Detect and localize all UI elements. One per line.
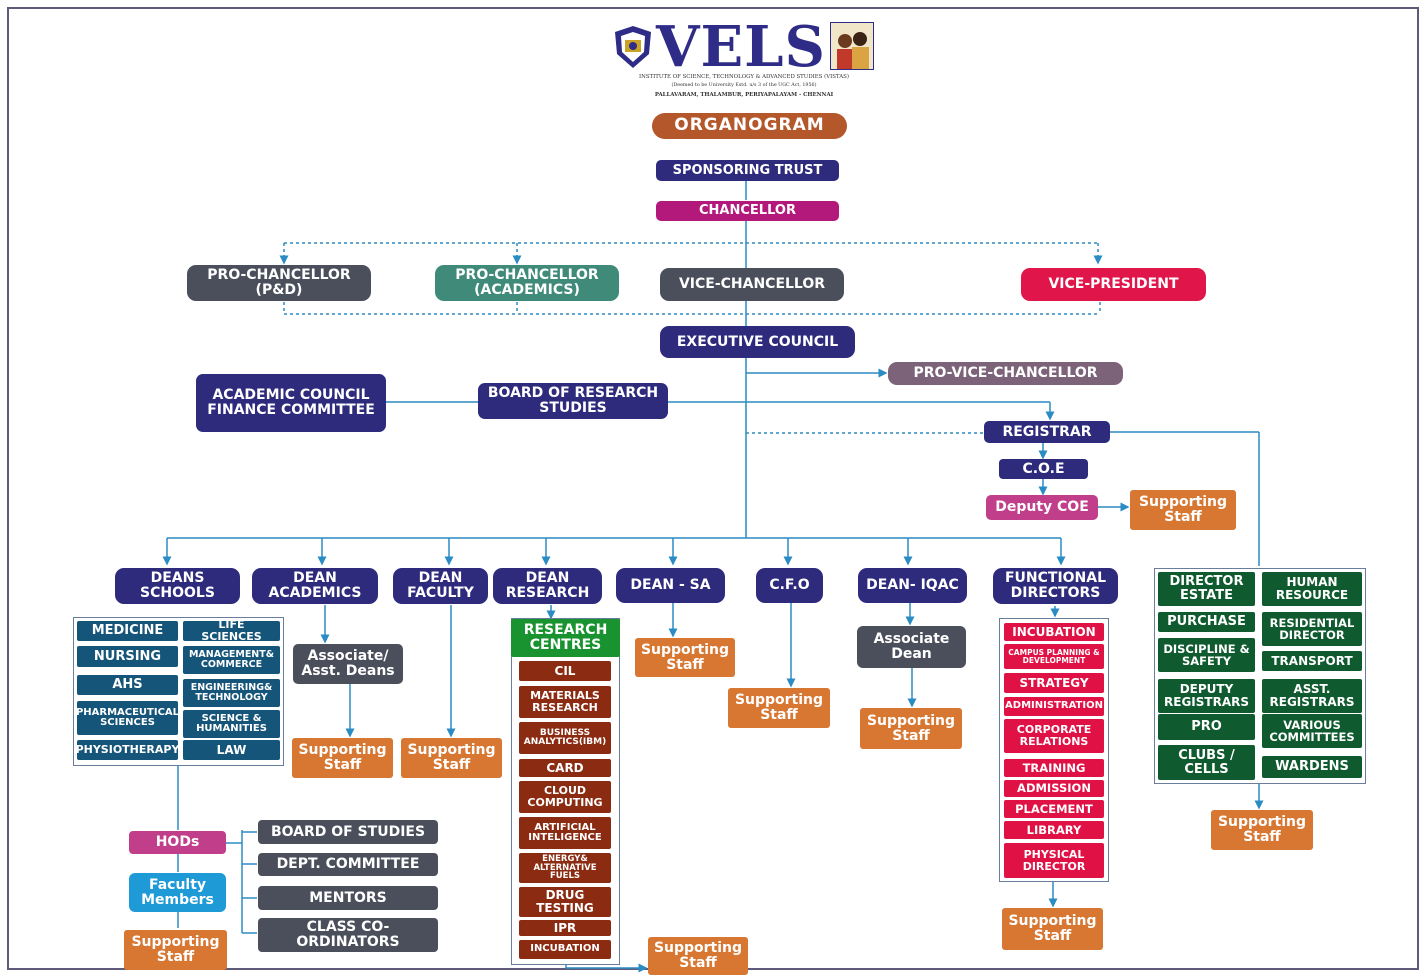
school-left-4: PHYSIOTHERAPY bbox=[76, 740, 179, 760]
address-line: PALLAVARAM, THALAMBUR, PERIYAPALAYAM - C… bbox=[654, 92, 834, 98]
sponsoring-trust-node: SPONSORING TRUST bbox=[656, 160, 839, 181]
research-centre-2: BUSINESS ANALYTICS(IBM) bbox=[519, 722, 611, 754]
mentors-node: MENTORS bbox=[258, 886, 438, 910]
school-right-1: MANAGEMENT& COMMERCE bbox=[183, 646, 280, 674]
research-centres-header: RESEARCH CENTRES bbox=[511, 619, 620, 657]
board-of-research-studies-node: BOARD OF RESEARCH STUDIES bbox=[478, 383, 668, 419]
functional-item-8: LIBRARY bbox=[1004, 821, 1104, 839]
registrar-right-item-3: ASST. REGISTRARS bbox=[1262, 679, 1362, 713]
executive-council-node: EXECUTIVE COUNCIL bbox=[660, 326, 855, 358]
school-left-3: PHARMACEUTICAL SCIENCES bbox=[76, 701, 179, 735]
functional-item-2: STRATEGY bbox=[1004, 673, 1104, 693]
registrar-right-item-0: HUMAN RESOURCE bbox=[1262, 572, 1362, 606]
research-centre-3: CARD bbox=[519, 759, 611, 777]
functional-item-5: TRAINING bbox=[1004, 759, 1104, 777]
research-centre-4: CLOUD COMPUTING bbox=[519, 781, 611, 813]
vice-chancellor-node: VICE-CHANCELLOR bbox=[660, 268, 844, 301]
research-centre-9: INCUBATION bbox=[519, 940, 611, 959]
school-right-2: ENGINEERING& TECHNOLOGY bbox=[183, 679, 280, 707]
board-of-studies-node: BOARD OF STUDIES bbox=[258, 820, 438, 844]
functional-item-7: PLACEMENT bbox=[1004, 800, 1104, 818]
functional-item-4: CORPORATE RELATIONS bbox=[1004, 719, 1104, 753]
school-right-0: LIFE SCIENCES bbox=[183, 619, 280, 642]
faculty-members-node: Faculty Members bbox=[129, 873, 226, 912]
logo-title: VELS bbox=[656, 14, 826, 80]
dean-faculty-node: DEAN FACULTY bbox=[393, 568, 488, 604]
functional-item-9: PHYSICAL DIRECTOR bbox=[1004, 843, 1104, 878]
functional-item-3: ADMINISTRATION bbox=[1004, 697, 1104, 716]
faculty-supporting-staff: Supporting Staff bbox=[401, 738, 502, 778]
class-coordinators-node: CLASS CO-ORDINATORS bbox=[258, 918, 438, 952]
functional-item-6: ADMISSION bbox=[1004, 780, 1104, 797]
founder-photo bbox=[830, 22, 874, 70]
registrar-left-item-4: PRO bbox=[1158, 714, 1255, 740]
logo-emblem-icon bbox=[611, 24, 655, 68]
cfo-node: C.F.O bbox=[756, 568, 823, 603]
registrar-node: REGISTRAR bbox=[984, 421, 1110, 443]
functional-supporting-staff: Supporting Staff bbox=[1002, 908, 1103, 950]
school-left-1: NURSING bbox=[77, 646, 178, 667]
academics-supporting-staff: Supporting Staff bbox=[292, 738, 393, 778]
research-centre-0: CIL bbox=[519, 661, 611, 681]
pro-chancellor-academics-node: PRO-CHANCELLOR (ACADEMICS) bbox=[435, 265, 619, 301]
pro-chancellor-pd-node: PRO-CHANCELLOR (P&D) bbox=[187, 265, 371, 301]
deemed-line: (Deemed to be University Estd. u/s 3 of … bbox=[671, 83, 817, 88]
finance-committee-label: FINANCE COMMITTEE bbox=[207, 402, 375, 418]
iqac-associate-dean-node: Associate Dean bbox=[857, 626, 966, 668]
registrar-right-item-5: WARDENS bbox=[1262, 756, 1362, 778]
institute-line: INSTITUTE OF SCIENCE, TECHNOLOGY & ADVAN… bbox=[639, 74, 849, 80]
dean-academics-node: DEAN ACADEMICS bbox=[252, 568, 378, 604]
registrar-right-item-4: VARIOUS COMMITTEES bbox=[1262, 714, 1362, 748]
coe-node: C.O.E bbox=[999, 459, 1088, 479]
research-centre-6: ENERGY& ALTERNATIVE FUELS bbox=[519, 853, 611, 883]
cfo-supporting-staff: Supporting Staff bbox=[728, 688, 830, 728]
pro-vice-chancellor-node: PRO-VICE-CHANCELLOR bbox=[888, 362, 1123, 385]
research-supporting-staff: Supporting Staff bbox=[648, 937, 748, 975]
registrar-left-item-3: DEPUTY REGISTRARS bbox=[1158, 679, 1255, 713]
deans-schools-node: DEANS SCHOOLS bbox=[115, 568, 240, 604]
dean-sa-node: DEAN - SA bbox=[616, 568, 725, 603]
deputy-coe-node: Deputy COE bbox=[986, 495, 1098, 520]
chancellor-node: CHANCELLOR bbox=[656, 201, 839, 221]
registrar-left-item-2: DISCIPLINE & SAFETY bbox=[1158, 638, 1255, 672]
research-centre-8: IPR bbox=[519, 920, 611, 936]
dean-research-node: DEAN RESEARCH bbox=[493, 568, 602, 604]
school-right-3: SCIENCE & HUMANITIES bbox=[183, 710, 280, 738]
registrar-supporting-staff: Supporting Staff bbox=[1211, 810, 1313, 850]
functional-item-1: CAMPUS PLANNING & DEVELOPMENT bbox=[1004, 644, 1104, 669]
iqac-supporting-staff: Supporting Staff bbox=[860, 708, 962, 749]
school-left-0: MEDICINE bbox=[77, 621, 178, 641]
registrar-left-item-0: DIRECTOR ESTATE bbox=[1158, 572, 1255, 606]
school-left-2: AHS bbox=[77, 675, 178, 695]
associate-deans-node: Associate/ Asst. Deans bbox=[293, 644, 403, 684]
hod-supporting-staff: Supporting Staff bbox=[124, 930, 227, 970]
research-centre-1: MATERIALS RESEARCH bbox=[519, 686, 611, 718]
organogram-title: ORGANOGRAM bbox=[652, 113, 847, 139]
dept-committee-node: DEPT. COMMITTEE bbox=[258, 853, 438, 876]
vice-president-node: VICE-PRESIDENT bbox=[1021, 268, 1206, 301]
registrar-left-item-5: CLUBS / CELLS bbox=[1158, 745, 1255, 780]
dean-iqac-node: DEAN- IQAC bbox=[858, 568, 967, 603]
research-centre-5: ARTIFICIAL INTELIGENCE bbox=[519, 817, 611, 849]
hods-node: HODs bbox=[129, 831, 226, 854]
registrar-left-item-1: PURCHASE bbox=[1158, 612, 1255, 632]
academic-finance-node: ACADEMIC COUNCIL FINANCE COMMITTEE bbox=[196, 374, 386, 432]
functional-directors-node: FUNCTIONAL DIRECTORS bbox=[993, 568, 1118, 604]
registrar-right-item-1: RESIDENTIAL DIRECTOR bbox=[1262, 612, 1362, 646]
coe-supporting-staff: Supporting Staff bbox=[1130, 490, 1236, 530]
functional-item-0: INCUBATION bbox=[1004, 623, 1104, 641]
school-right-4: LAW bbox=[183, 740, 280, 760]
sa-supporting-staff: Supporting Staff bbox=[635, 638, 735, 677]
research-centre-7: DRUG TESTING bbox=[519, 887, 611, 917]
registrar-right-item-2: TRANSPORT bbox=[1262, 651, 1362, 671]
academic-council-label: ACADEMIC COUNCIL bbox=[212, 387, 370, 404]
